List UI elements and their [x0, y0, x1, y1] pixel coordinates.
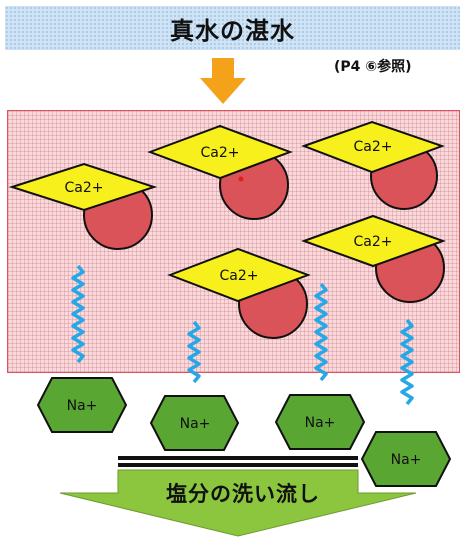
- wavy-bond: [187, 320, 201, 384]
- wavy-bond: [71, 264, 85, 364]
- down-arrow-icon: [200, 58, 246, 104]
- reference-note: (P4 ⑥参照): [334, 59, 412, 75]
- sodium-ion-label: Na+: [67, 398, 98, 414]
- sodium-ion: Na+: [274, 394, 366, 450]
- sodium-ion-label: Na+: [305, 415, 336, 431]
- calcium-ion: Ca2+: [167, 247, 311, 339]
- title-banner: 真水の湛水: [5, 6, 460, 50]
- wavy-bond: [314, 282, 328, 382]
- calcium-ion-label: Ca2+: [354, 234, 393, 250]
- red-dot: [238, 176, 244, 182]
- flush-arrow-body: [59, 469, 417, 537]
- sodium-hexagon: [274, 394, 366, 450]
- flush-arrow-label: 塩分の洗い流し: [166, 482, 320, 506]
- calcium-ion: Ca2+: [301, 120, 445, 210]
- calcium-ion-label: Ca2+: [65, 180, 104, 196]
- calcium-ion-label: Ca2+: [354, 139, 393, 155]
- sodium-ion: Na+: [149, 395, 240, 451]
- sodium-ion: Na+: [360, 431, 452, 487]
- calcium-ion: Ca2+: [301, 214, 446, 303]
- flush-arrow-rule-bottom: [118, 463, 358, 467]
- calcium-ion-label: Ca2+: [201, 145, 240, 161]
- calcium-ion-label: Ca2+: [220, 268, 259, 284]
- calcium-ion-cap: [8, 162, 158, 212]
- sodium-ion-label: Na+: [391, 452, 422, 468]
- calcium-ion-cap: [147, 124, 293, 180]
- sodium-ion: Na+: [36, 377, 128, 433]
- sodium-hexagon: [360, 431, 452, 487]
- wavy-bond: [400, 318, 414, 406]
- page-title: 真水の湛水: [170, 16, 295, 45]
- calcium-ion: Ca2+: [147, 124, 293, 220]
- flush-arrow-rule-top: [118, 456, 358, 460]
- flush-arrow: [59, 456, 417, 537]
- sodium-hexagon: [36, 377, 128, 433]
- calcium-ion-cap: [167, 247, 311, 303]
- sodium-hexagon: [149, 395, 240, 451]
- calcium-ion-cap: [301, 120, 445, 174]
- sodium-ion-label: Na+: [180, 416, 211, 432]
- calcium-ion-cap: [301, 214, 446, 268]
- calcium-ion: Ca2+: [8, 162, 158, 250]
